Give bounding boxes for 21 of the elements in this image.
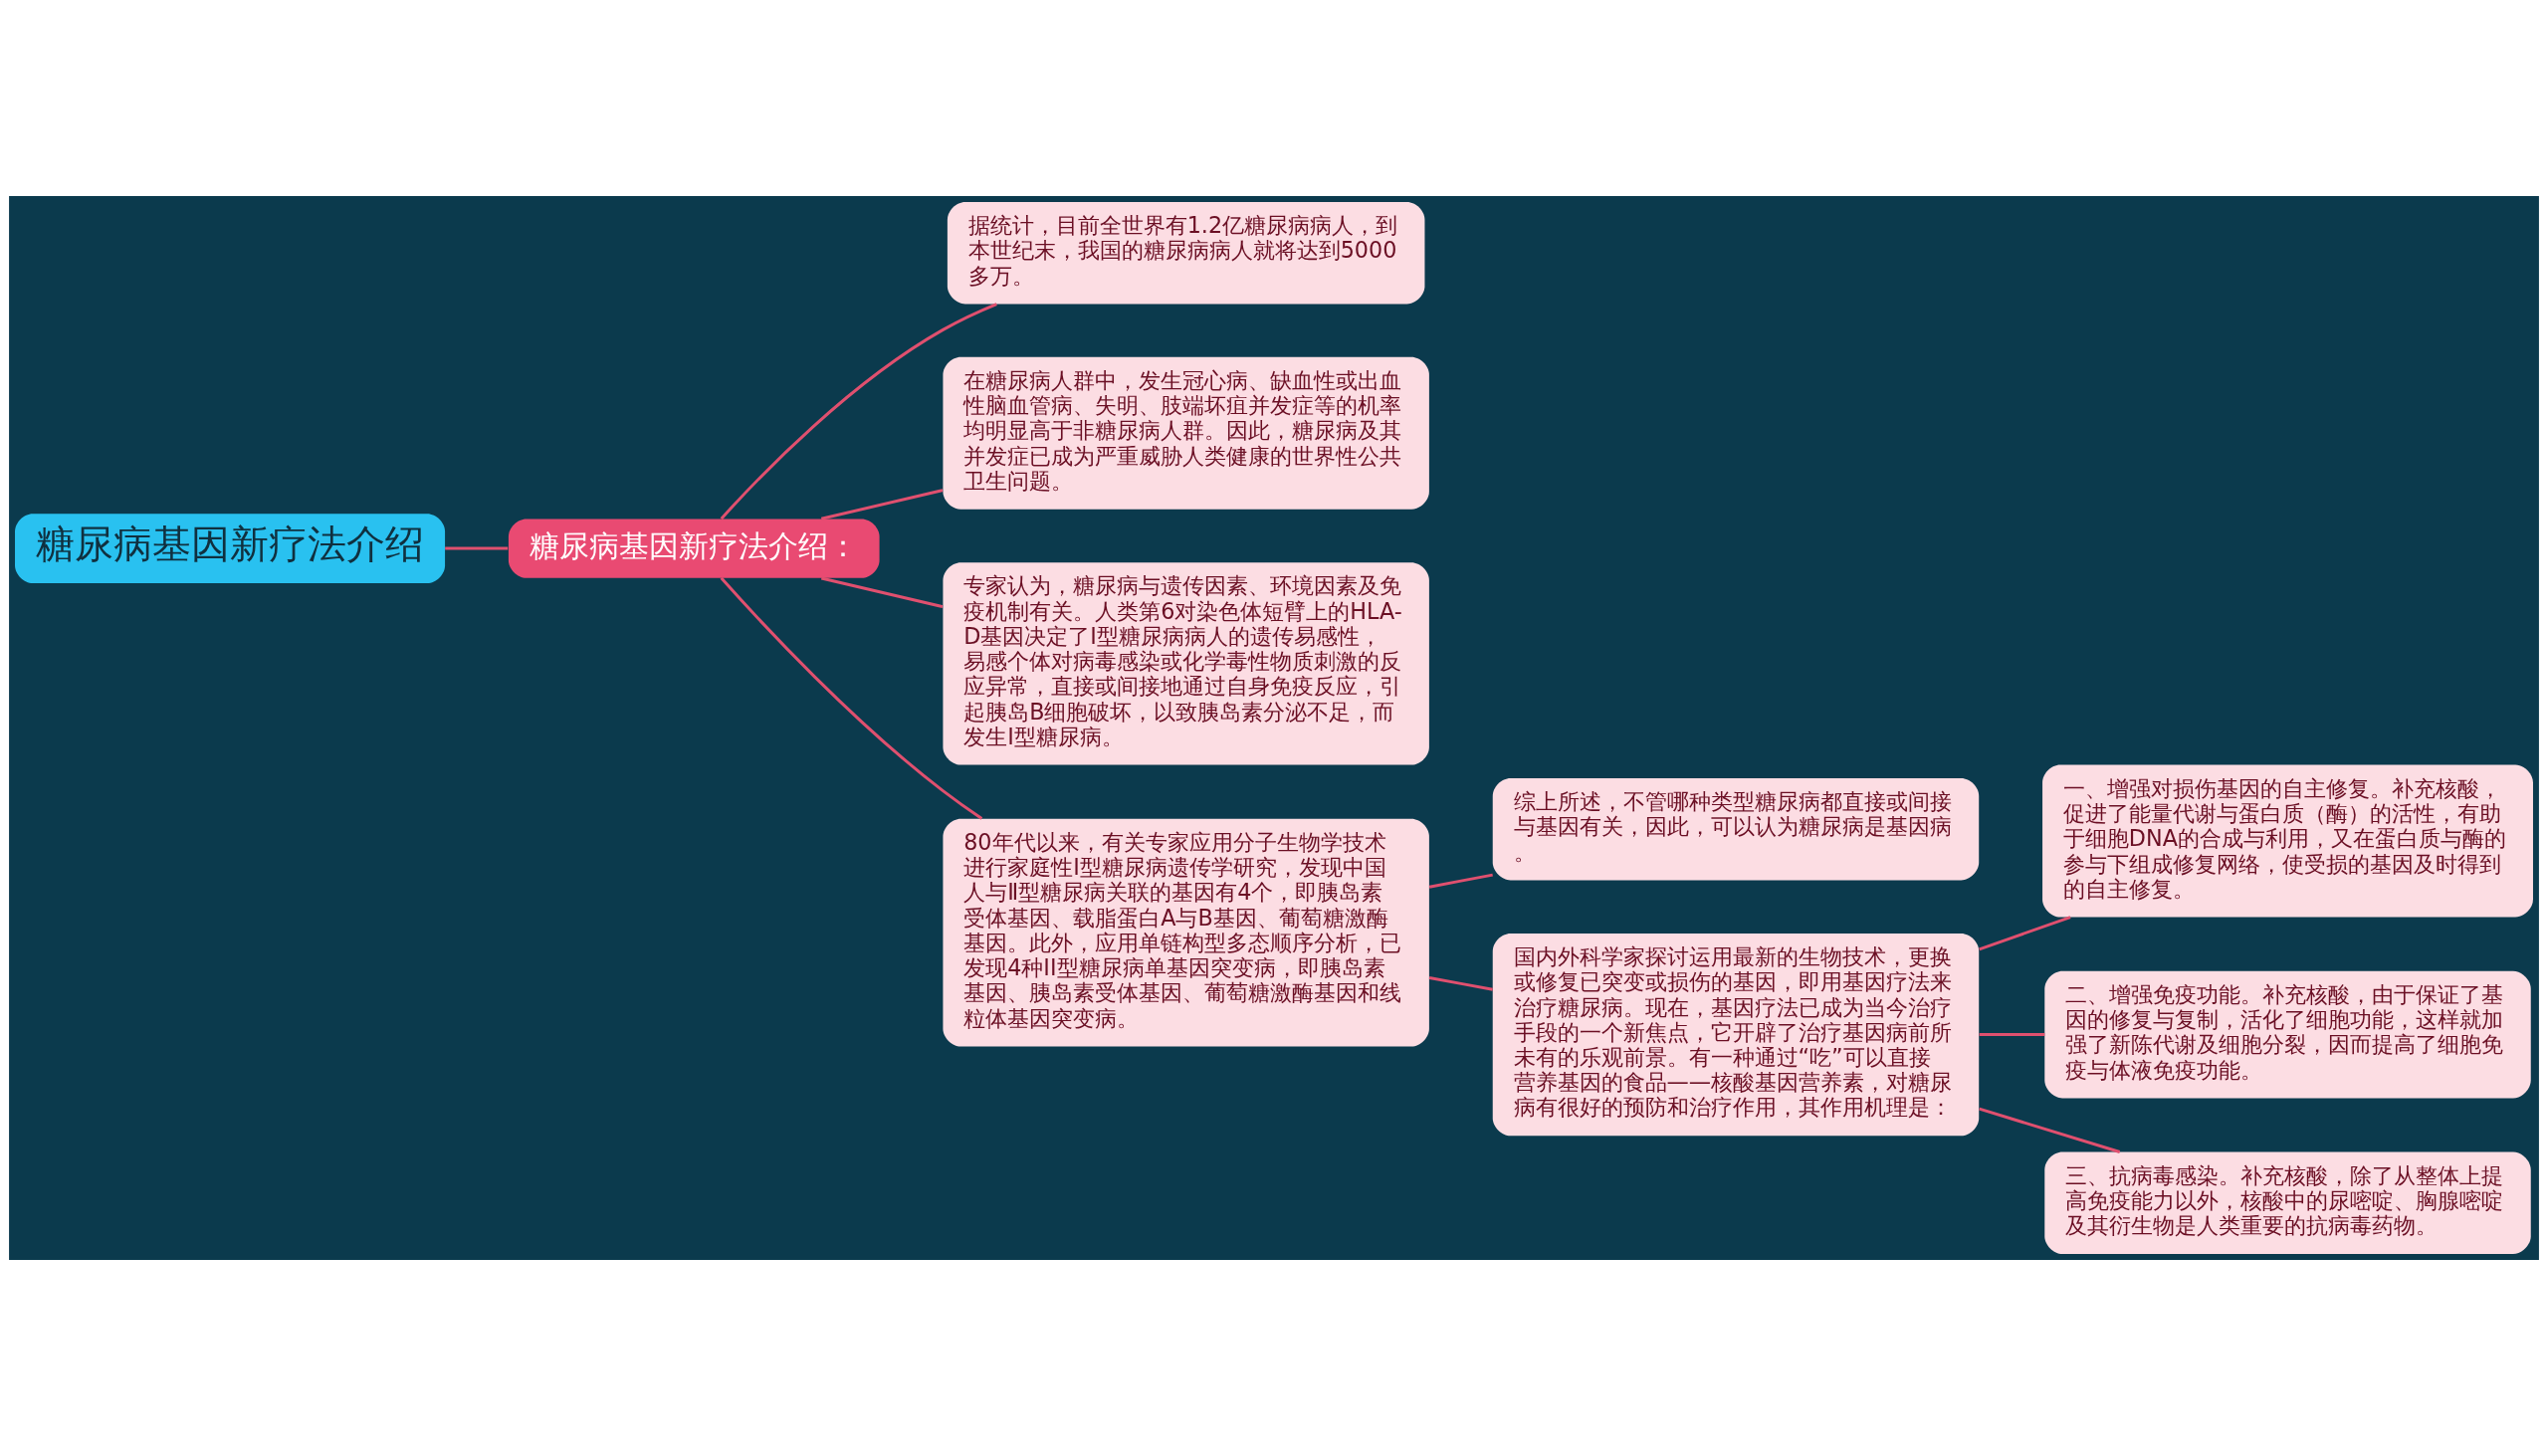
connector bbox=[1979, 916, 2071, 951]
node-box: 二、增强免疫功能。补充核酸，由于保证了基因的修复与复制，活化了细胞功能，这样就加强了新陈代谢及细胞分裂，因而提高了细胞免疫与体液免疫功能。 bbox=[2044, 970, 2531, 1099]
connector bbox=[720, 576, 983, 820]
connector bbox=[1428, 976, 1493, 991]
node-box: 一、增强对损伤基因的自主修复。补充核酸，促进了能量代谢与蛋白质（酶）的活性，有助于细胞DNA的合成与利用，又在蛋白质与酶的参与下组成修复网络，使受损的基因及时得到的自主修复。 bbox=[2042, 764, 2533, 918]
connector bbox=[820, 489, 944, 520]
connector bbox=[445, 546, 509, 550]
node-box: 三、抗病毒感染。补充核酸，除了从整体上提高免疫能力以外，核酸中的尿嘧啶、胸腺嘧啶及其衍生物是人类重要的抗病毒药物。 bbox=[2044, 1151, 2531, 1255]
connector bbox=[720, 303, 997, 520]
node-box: 国内外科学家探讨运用最新的生物技术，更换或修复已突变或损伤的基因，即用基因疗法来治疗糖尿病。现在，基因疗法已成为当今治疗手段的一个新焦点，它开辟了治疗基因病前所未有的乐观前景。有一种通过“吃”可以直接营养基因的食品——核酸基因营养素，对糖尿病有很好的预防和治疗作用，其作用机理是： bbox=[1492, 933, 1980, 1137]
node-box: 糖尿病基因新疗法介绍： bbox=[508, 519, 880, 578]
connector bbox=[1979, 1033, 2045, 1037]
node-box: 专家认为，糖尿病与遗传因素、环境因素及免疫机制有关。人类第6对染色体短臂上的HLA-D基因决定了Ⅰ型糖尿病病人的遗传易感性，易感个体对病毒感染或化学毒性物质刺激的反应异常，直接或间接地通过自身免疫反应，引起胰岛B细胞破坏，以致胰岛素分泌不足，而发生Ⅰ型糖尿病。 bbox=[943, 562, 1429, 765]
node-box: 在糖尿病人群中，发生冠心病、缺血性或出血性脑血管病、失明、肢端坏疽并发症等的机率均明显高于非糖尿病人群。因此，糖尿病及其并发症已成为严重威胁人类健康的世界性公共卫生问题。 bbox=[943, 356, 1429, 510]
node-box: 80年代以来，有关专家应用分子生物学技术进行家庭性Ⅰ型糖尿病遗传学研究，发现中国人与Ⅱ型糖尿病关联的基因有4个，即胰岛素受体基因、载脂蛋白A与B基因、葡萄糖激酶基因。此外，应用单链构型多态顺序分析，已发现4种II型糖尿病单基因突变病，即胰岛素基因、胰岛素受体基因、葡萄糖激酶基因和线粒体基因突变病。 bbox=[943, 818, 1429, 1047]
connector bbox=[1979, 1107, 2121, 1153]
node-box: 综上所述，不管哪种类型糖尿病都直接或间接与基因有关，因此，可以认为糖尿病是基因病。 bbox=[1492, 778, 1980, 881]
node-box: 据统计，目前全世界有1.2亿糖尿病病人，到本世纪末，我国的糖尿病病人就将达到5000多万。 bbox=[947, 201, 1425, 305]
connector bbox=[1428, 873, 1493, 889]
node-box: 糖尿病基因新疗法介绍 bbox=[15, 514, 446, 583]
connector bbox=[820, 576, 944, 609]
